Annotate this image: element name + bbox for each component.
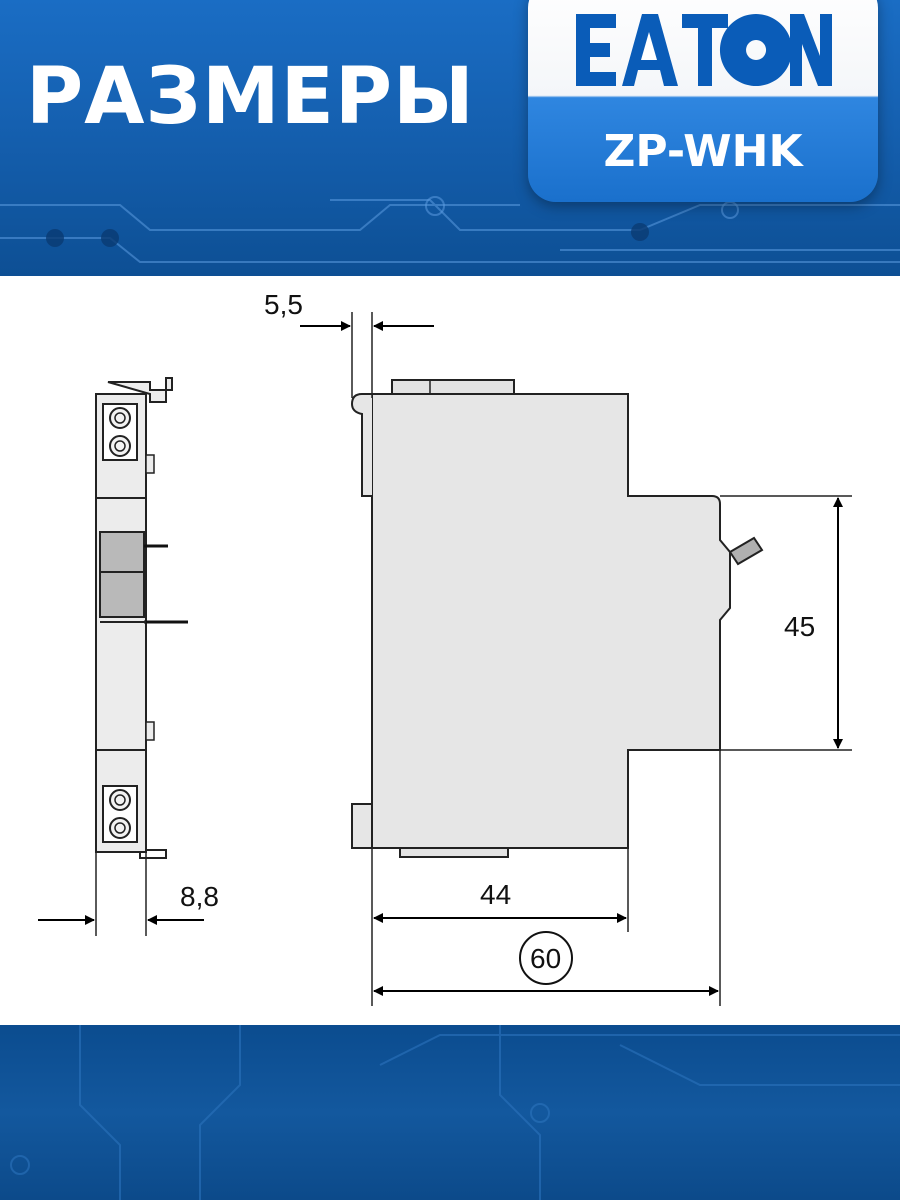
dim-height-section: 45 [784, 611, 815, 642]
model-label: ZP-WHK [603, 126, 803, 177]
front-view: 5,5 45 44 60 [264, 289, 852, 1006]
page-title: РАЗМЕРЫ [26, 52, 475, 142]
dimension-drawing: 8,8 5,5 45 44 60 [38, 289, 852, 1006]
footer-banner [0, 1025, 900, 1200]
brand-card: ZP-WHK [528, 0, 878, 202]
main-body [371, 393, 731, 849]
eaton-logo-icon [576, 14, 832, 86]
dim-total-depth: 60 [530, 943, 561, 974]
dim-offset-top: 5,5 [264, 289, 303, 320]
side-view: 8,8 [38, 377, 219, 936]
contact-block [99, 531, 145, 618]
terminal-screws-top [102, 403, 138, 461]
dim-side-width: 8,8 [180, 881, 219, 912]
toggle-lever [728, 536, 764, 566]
header-banner: РАЗМЕРЫ ZP-WHK [0, 0, 900, 276]
terminal-screws-bottom [102, 785, 138, 843]
circuit-pattern-icon [0, 196, 900, 263]
dim-body-depth: 44 [480, 879, 511, 910]
reference-circle-icon [519, 931, 573, 985]
circuit-pattern-icon [10, 1025, 900, 1200]
